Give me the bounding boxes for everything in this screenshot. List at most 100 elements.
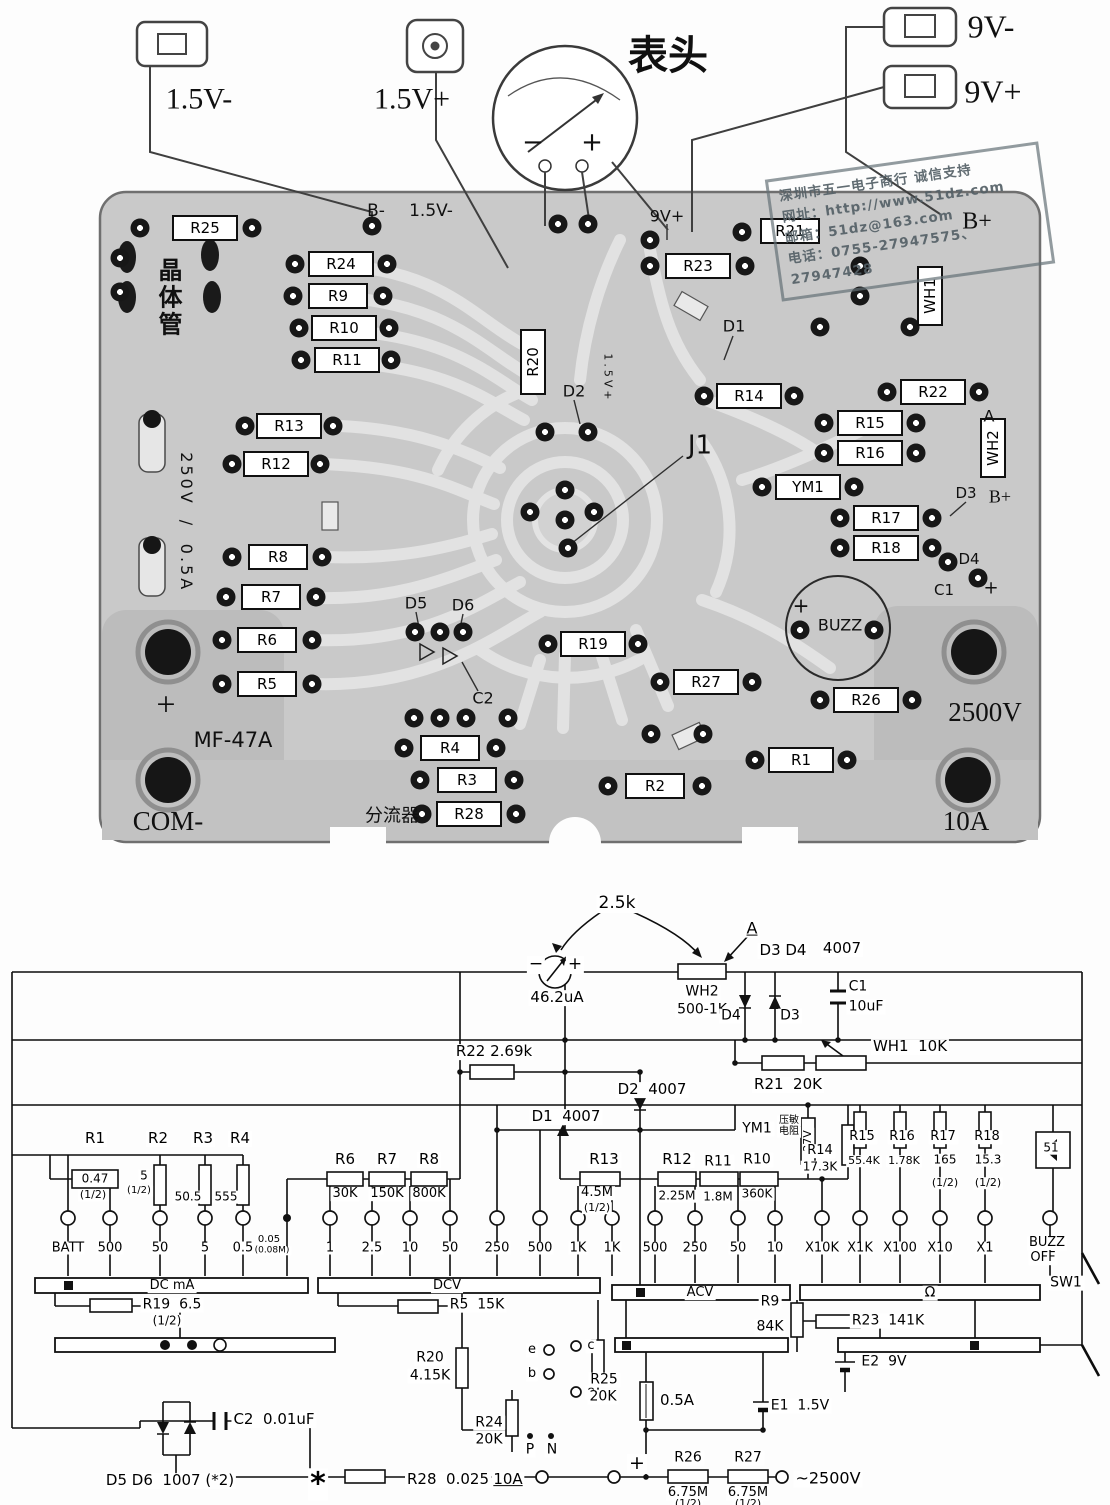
txt-b: B+ — [988, 486, 1012, 507]
pcb-box-r26: R26 — [833, 687, 899, 713]
dial-10: 10 — [765, 1240, 785, 1256]
s-txt-buzz: BUZZ — [1026, 1235, 1068, 1251]
pcb-box-r11: R11 — [314, 347, 380, 373]
s-txt-2500v: ~2500V — [793, 1468, 863, 1488]
s-txt-e: e — [526, 1342, 538, 1358]
pad — [486, 738, 506, 758]
txt-1-5v: 1.5V- — [165, 82, 233, 116]
pad — [938, 552, 958, 572]
txt-2500v: 2500V — [948, 696, 1022, 727]
txt: 晶体管 — [154, 257, 182, 339]
txt-com: COM- — [132, 805, 204, 836]
pcb-box-r10: R10 — [311, 315, 377, 341]
pad — [535, 422, 555, 442]
s-txt-555: 555 — [212, 1189, 240, 1204]
s-txt-0-05: 0.05 — [255, 1233, 283, 1246]
s-txt-r24: R24 — [473, 1414, 505, 1431]
s-txt-30k: 30K — [330, 1186, 360, 1202]
pcb-box-r24: R24 — [308, 251, 374, 277]
pcb-box-r28: R28 — [436, 801, 502, 827]
s-txt: + — [627, 1452, 647, 1475]
pad — [405, 622, 425, 642]
pad — [735, 256, 755, 276]
pad — [453, 622, 473, 642]
s-txt-r10: R10 — [741, 1151, 773, 1168]
txt: / — [177, 519, 196, 529]
s-txt-d4: D4 — [719, 1007, 743, 1024]
pcb-box-r25: R25 — [172, 215, 238, 241]
pad — [640, 256, 660, 276]
pad — [110, 248, 130, 268]
s-txt-r6: R6 — [333, 1150, 357, 1169]
s-txt-c: c — [585, 1338, 597, 1354]
dial-50: 50 — [150, 1240, 170, 1256]
s-txt-d2-4007: D2 4007 — [615, 1080, 689, 1099]
pad — [850, 286, 870, 306]
txt: + — [156, 686, 176, 724]
s-txt-off: OFF — [1028, 1250, 1058, 1266]
txt-d5: D5 — [404, 593, 428, 613]
s-txt-r13: R13 — [587, 1150, 621, 1169]
s-txt-5: 5 — [138, 1168, 150, 1183]
pad — [323, 416, 343, 436]
s-txt-r23-141k: R23 141K — [849, 1312, 927, 1329]
pcb-box-r1: R1 — [768, 747, 834, 773]
s-txt-ym1: YM1 — [740, 1120, 774, 1137]
pad — [302, 630, 322, 650]
pad — [969, 382, 989, 402]
s-txt: 压敏 — [777, 1114, 801, 1127]
s-txt: + — [565, 954, 585, 975]
s-txt-800k: 800K — [410, 1186, 448, 1202]
s-txt-6-75m: 6.75M — [665, 1485, 711, 1501]
txt: 分流器 — [365, 805, 419, 827]
s-txt: * — [308, 1466, 328, 1502]
pcb-box-r12: R12 — [243, 451, 309, 477]
pad — [430, 708, 450, 728]
s-txt: Ω — [922, 1284, 938, 1301]
pad — [922, 538, 942, 558]
txt-1-5v: 1.5V- — [409, 201, 453, 222]
pad — [430, 622, 450, 642]
pad — [379, 318, 399, 338]
txt-c1: C1 — [933, 581, 955, 600]
s-txt-360k: 360K — [739, 1186, 775, 1201]
dial-x100: X100 — [882, 1240, 918, 1256]
txt: − — [522, 127, 544, 158]
s-txt-sw1: SW1 — [1048, 1274, 1084, 1291]
s-txt-r26: R26 — [672, 1449, 704, 1466]
txt-mf-47a: MF-47A — [193, 728, 273, 753]
s-txt-r18: R18 — [972, 1129, 1002, 1145]
pad — [110, 282, 130, 302]
pad — [968, 568, 988, 588]
txt-9v: 9V- — [967, 8, 1015, 45]
s-txt-r21-20k: R21 20K — [752, 1075, 824, 1094]
s-txt-4007: 4007 — [820, 939, 864, 958]
pad — [381, 350, 401, 370]
txt: 表头 — [628, 33, 708, 80]
pcb-box-r15: R15 — [837, 410, 903, 436]
pad — [504, 770, 524, 790]
dial-x1: X1 — [975, 1240, 995, 1256]
pad — [742, 672, 762, 692]
s-txt-r17: R17 — [928, 1129, 958, 1145]
s-txt-1-78k: 1.78K — [886, 1154, 922, 1168]
txt-j1: J1 — [687, 430, 713, 461]
pcb-box-r23: R23 — [665, 253, 731, 279]
pcb-box-r21: R21 — [760, 218, 820, 244]
txt-b: B- — [367, 201, 385, 222]
dial-250: 250 — [483, 1240, 511, 1256]
pad — [694, 386, 714, 406]
txt-d1: D1 — [722, 316, 746, 336]
pad — [394, 738, 414, 758]
dial-250: 250 — [681, 1240, 709, 1256]
pad — [732, 222, 752, 242]
pcb-box-r8: R8 — [248, 544, 308, 570]
txt: + — [792, 593, 810, 618]
pad — [212, 630, 232, 650]
s-txt-84k: 84K — [754, 1318, 786, 1335]
pcb-box-r22: R22 — [900, 379, 966, 405]
pad — [584, 502, 604, 522]
txt: + — [581, 127, 603, 158]
